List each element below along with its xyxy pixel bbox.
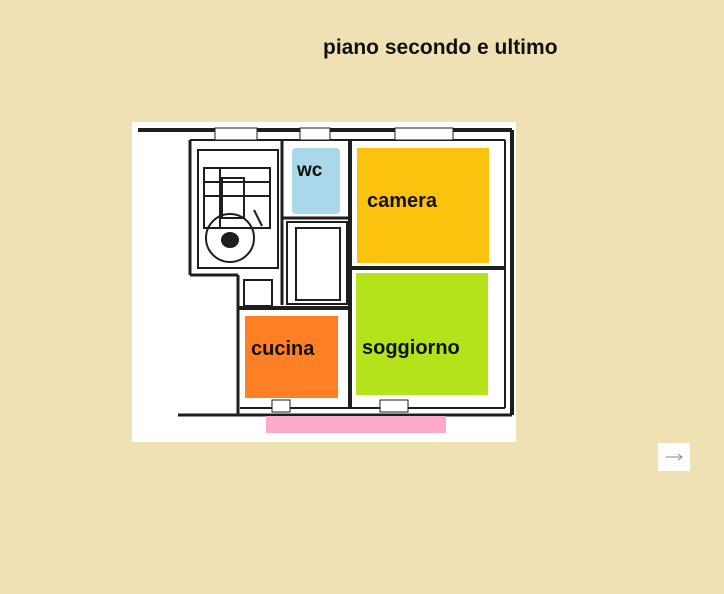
- room-camera: [357, 148, 489, 263]
- windows-bottom: [271, 399, 409, 413]
- room-cucina: [245, 316, 338, 398]
- room-soggiorno: [356, 273, 488, 395]
- room-label-soggiorno: soggiorno: [362, 337, 460, 359]
- corridor: [286, 221, 348, 305]
- room-label-camera: camera: [367, 190, 438, 212]
- plan-title: piano secondo e ultimo: [323, 36, 558, 59]
- stairwell: [197, 149, 279, 269]
- north-marker-icon: [666, 453, 683, 461]
- room-label-wc: wc: [296, 160, 323, 181]
- internal-walls: [238, 140, 505, 408]
- room-label-cucina: cucina: [251, 338, 315, 360]
- windows-top: [214, 127, 454, 141]
- room-wc: [292, 148, 340, 214]
- balcony: [266, 416, 446, 433]
